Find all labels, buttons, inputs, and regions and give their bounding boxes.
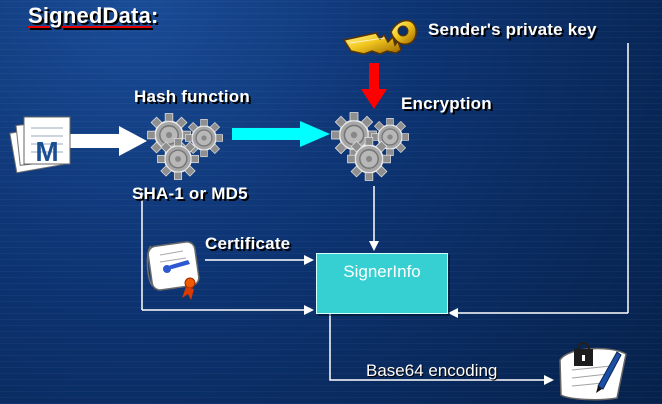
base64-encoding-label: Base64 encoding [366, 361, 498, 380]
base64-arrow-line [329, 314, 554, 385]
page-title: SignedData: [28, 3, 159, 29]
title-main: SignedData [28, 3, 152, 28]
certificate-icon [146, 241, 200, 300]
key-to-encryption-arrow [361, 63, 387, 109]
title-suffix: : [151, 3, 159, 28]
encryption-gears-icon [330, 111, 410, 182]
message-document-icon: M [9, 116, 71, 174]
signerinfo-label: SignerInfo [343, 262, 421, 281]
hash-algorithms-label: SHA-1 or MD5 [132, 184, 248, 203]
certificate-label: Certificate [205, 234, 291, 253]
signerinfo-box: SignerInfo [316, 253, 448, 314]
hash-gears-icon [146, 112, 224, 181]
key-icon [342, 19, 417, 55]
gear-icon [156, 137, 200, 181]
encryption-label: Encryption [401, 94, 492, 113]
hash-to-encryption-arrow [232, 121, 330, 147]
message-letter: M [35, 136, 58, 167]
signed-document-icon [559, 342, 627, 401]
hash-function-label: Hash function [134, 87, 250, 106]
gear-icon [346, 136, 392, 182]
sender-private-key-label: Sender's private key [428, 20, 597, 39]
message-to-hash-arrow [70, 126, 147, 156]
